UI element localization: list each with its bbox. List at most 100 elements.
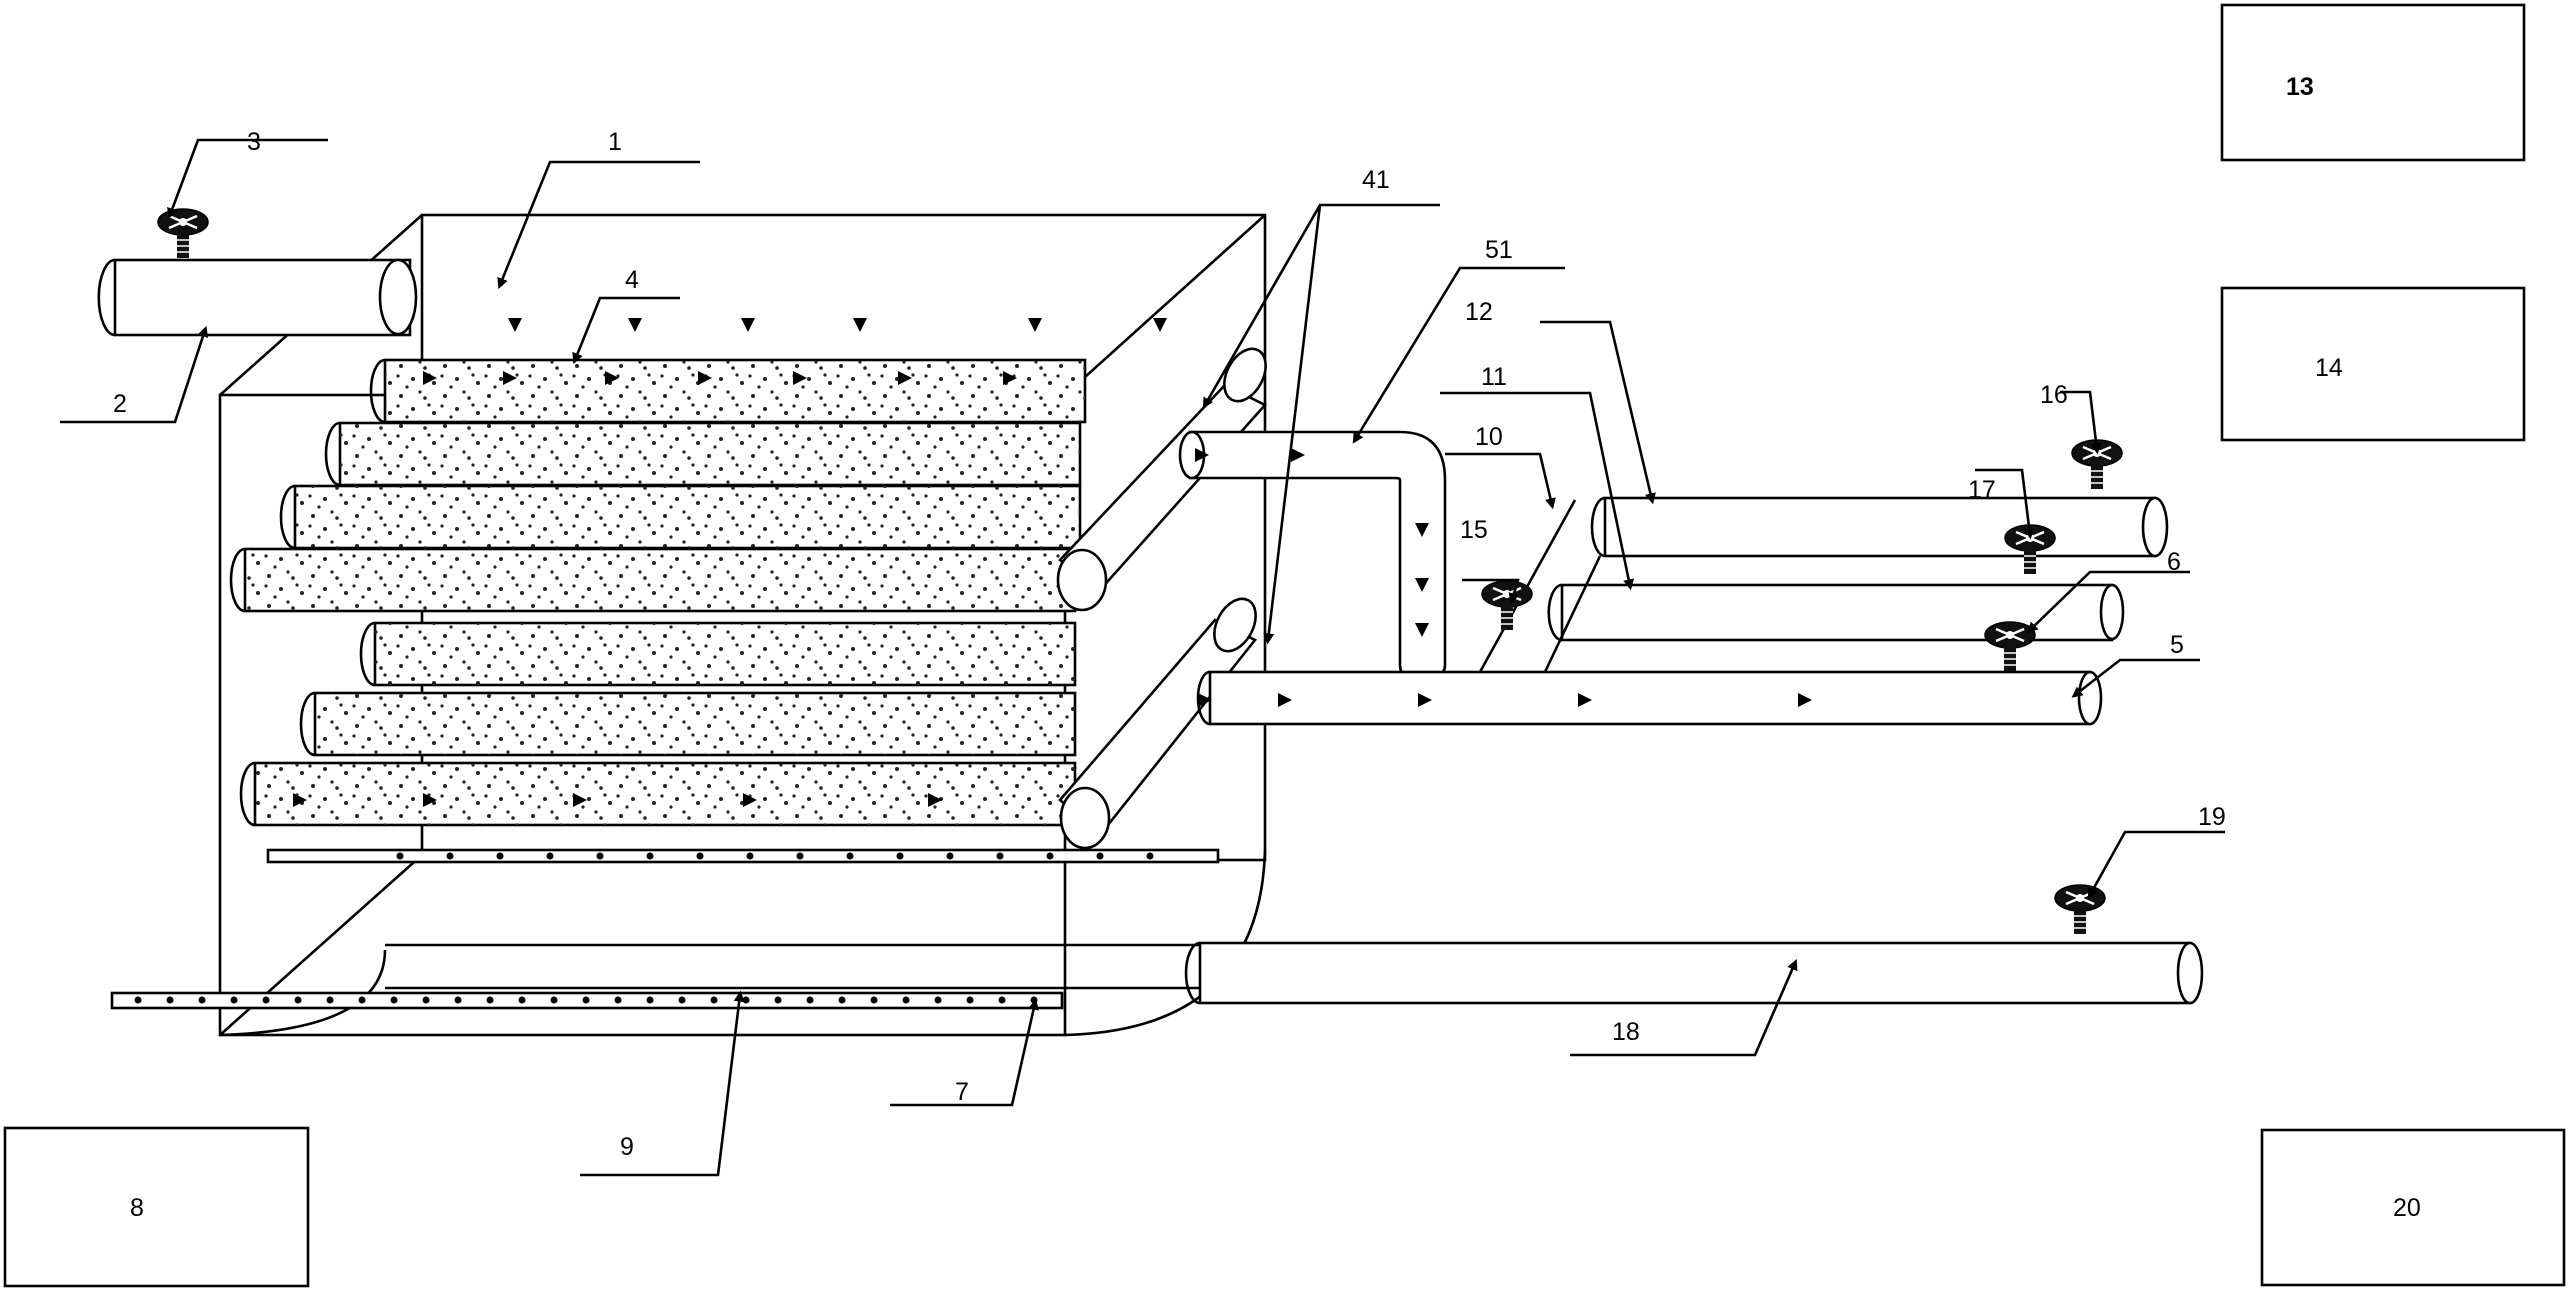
aeration-hole	[358, 996, 366, 1004]
membrane-tube	[369, 358, 1087, 424]
box-13	[2220, 3, 2526, 162]
aeration-hole	[1046, 852, 1054, 860]
branch-pipe-upper	[1590, 496, 2169, 558]
leader-lines	[60, 138, 2225, 1177]
flow-arrow	[1418, 693, 1432, 707]
membrane-tube	[299, 691, 1077, 757]
label-51: 51	[1485, 236, 1513, 264]
flow-arrow	[605, 371, 619, 385]
aeration-hole	[846, 852, 854, 860]
aeration-hole	[966, 996, 974, 1004]
aeration-hole	[390, 996, 398, 1004]
flow-arrow	[1195, 448, 1209, 462]
flow-arrow	[853, 318, 867, 332]
aeration-hole	[696, 852, 704, 860]
valve-19[interactable]	[2053, 883, 2107, 936]
label-1: 1	[608, 128, 622, 156]
membrane-tubes-upper	[229, 358, 1087, 613]
aeration-hole	[546, 852, 554, 860]
flow-arrow	[508, 318, 522, 332]
label-8: 8	[130, 1194, 144, 1222]
label-14: 14	[2315, 354, 2343, 382]
aeration-hole	[326, 996, 334, 1004]
aeration-hole	[678, 996, 686, 1004]
aeration-hole	[806, 996, 814, 1004]
aeration-hole	[518, 996, 526, 1004]
valve-15[interactable]	[1480, 579, 1534, 632]
aeration-hole	[134, 996, 142, 1004]
flow-arrow	[928, 793, 942, 807]
drain-pipe-9	[385, 943, 1200, 990]
aeration-hole	[454, 996, 462, 1004]
flow-arrow	[1415, 623, 1429, 637]
aeration-hole	[710, 996, 718, 1004]
valve-3[interactable]	[156, 207, 210, 260]
label-18: 18	[1612, 1018, 1640, 1046]
label-11: 11	[1481, 363, 1507, 391]
membrane-tube	[324, 421, 1082, 487]
aeration-hole	[742, 996, 750, 1004]
label-16: 16	[2040, 381, 2068, 409]
label-13: 13	[2286, 73, 2314, 101]
box-20	[2260, 1128, 2566, 1287]
box-8	[3, 1126, 310, 1288]
flow-arrow	[793, 371, 807, 385]
label-5: 5	[2170, 631, 2184, 659]
flow-arrow	[293, 793, 307, 807]
flow-arrow	[1415, 578, 1429, 592]
flow-arrow	[423, 793, 437, 807]
inlet-pipe-2	[97, 258, 418, 337]
membrane-tube	[279, 484, 1082, 550]
discharge-pipe-18	[1184, 941, 2204, 1005]
label-2: 2	[113, 390, 127, 418]
label-4: 4	[625, 266, 639, 294]
aeration-hole	[422, 996, 430, 1004]
label-10: 10	[1475, 423, 1503, 451]
aeration-hole	[934, 996, 942, 1004]
label-15: 15	[1460, 516, 1488, 544]
aeration-hole	[198, 996, 206, 1004]
aeration-hole	[294, 996, 302, 1004]
label-numbers: 3 1 2 4 41 51 12 11 10 15 16 17 6 5 19 1…	[113, 73, 2421, 1222]
membrane-tube	[229, 547, 1077, 613]
aeration-hole	[1030, 996, 1038, 1004]
branch-pipe-6	[1547, 583, 2125, 642]
label-19: 19	[2198, 803, 2226, 831]
aeration-hole	[774, 996, 782, 1004]
label-41: 41	[1362, 166, 1390, 194]
flow-arrow	[1415, 523, 1429, 537]
label-20: 20	[2393, 1194, 2421, 1222]
aeration-hole	[896, 852, 904, 860]
aeration-hole	[166, 996, 174, 1004]
aeration-hole	[396, 852, 404, 860]
flow-arrow	[628, 318, 642, 332]
flow-arrow	[1028, 318, 1042, 332]
valve-6[interactable]	[1983, 620, 2037, 673]
aeration-hole	[446, 852, 454, 860]
membrane-tube	[359, 621, 1077, 687]
flow-arrow	[503, 371, 517, 385]
label-17: 17	[1968, 476, 1996, 504]
flow-arrow	[1798, 693, 1812, 707]
membrane-tube	[239, 761, 1077, 827]
aeration-hole	[550, 996, 558, 1004]
aeration-hole	[998, 996, 1006, 1004]
aeration-hole	[230, 996, 238, 1004]
aeration-hole	[496, 852, 504, 860]
aeration-hole	[614, 996, 622, 1004]
box-14	[2220, 286, 2526, 442]
aeration-hole	[746, 852, 754, 860]
flow-arrow	[1153, 318, 1167, 332]
aeration-hole	[596, 852, 604, 860]
aeration-hole	[646, 852, 654, 860]
flow-arrow	[423, 371, 437, 385]
flow-arrow	[1578, 693, 1592, 707]
flow-arrow	[743, 793, 757, 807]
aeration-hole	[796, 852, 804, 860]
main-pipe-5	[1196, 670, 2103, 726]
flow-arrow	[1003, 371, 1017, 385]
aeration-hole	[1146, 852, 1154, 860]
flow-arrow	[573, 793, 587, 807]
flow-arrow	[1291, 448, 1305, 462]
